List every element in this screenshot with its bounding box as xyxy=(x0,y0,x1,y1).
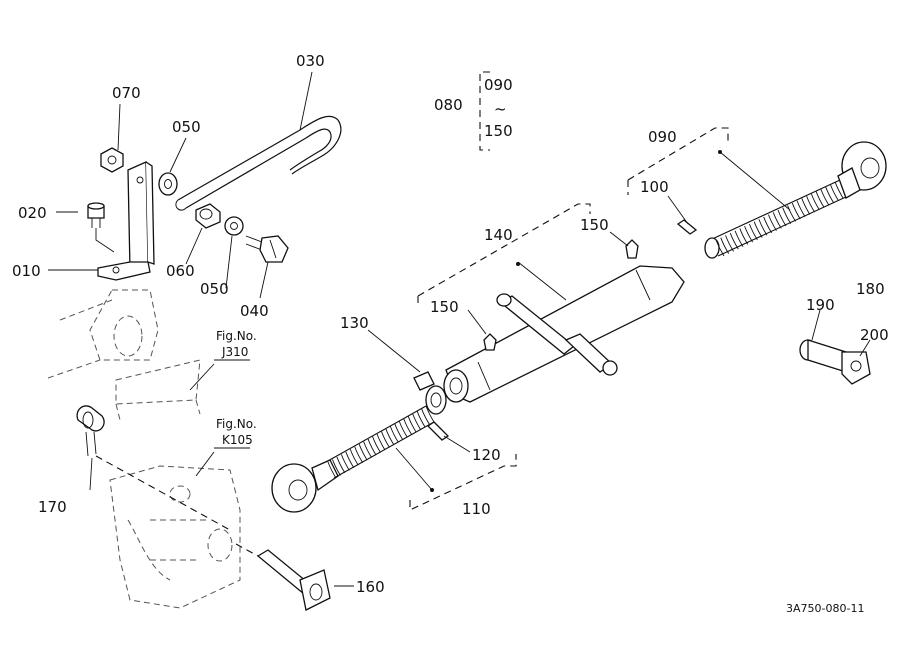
spring-pin-120 xyxy=(426,421,450,441)
thread-ridge xyxy=(787,205,796,222)
thread-ridge xyxy=(734,230,744,248)
main-tube-140 xyxy=(443,239,685,403)
thread-ridge xyxy=(416,410,426,428)
pin-160 xyxy=(235,543,331,611)
thread-ridge xyxy=(768,214,777,231)
thread-ridge xyxy=(407,416,417,433)
thread-ridge xyxy=(363,441,373,458)
rod-rear-090 xyxy=(704,141,887,259)
figref-j310-title: Fig.No. xyxy=(216,329,257,343)
thread-ridge xyxy=(744,225,753,243)
bracket-assembly xyxy=(87,115,342,281)
callout-010: 010 xyxy=(12,262,41,280)
callout-110: 110 xyxy=(462,500,491,518)
figref-j310-code: J310 xyxy=(221,345,248,359)
thread-ridge xyxy=(796,200,806,218)
callout-060: 060 xyxy=(166,262,195,280)
thread-ridge xyxy=(801,198,811,215)
callout-090: 090 xyxy=(648,128,677,146)
thread-ridge xyxy=(367,438,377,456)
callout-070: 070 xyxy=(112,84,141,102)
thread-ridge xyxy=(389,426,399,443)
thread-ridge xyxy=(327,461,337,479)
thread-ridge xyxy=(345,451,355,469)
range-tilde: ~ xyxy=(494,100,507,118)
thread-ridge xyxy=(758,219,768,236)
leader-lines xyxy=(48,71,871,587)
callout-160: 160 xyxy=(356,578,385,596)
lynch-pin-170 xyxy=(76,405,231,531)
thread-ridge xyxy=(372,436,381,453)
lock-nut-130 xyxy=(413,371,447,415)
figref-k105-code: K105 xyxy=(222,433,253,447)
callout-040: 040 xyxy=(240,302,269,320)
thread-ridge xyxy=(820,189,830,206)
mounting-housing-ghost xyxy=(47,289,201,421)
thread-ridge xyxy=(425,405,435,423)
thread-ridge xyxy=(815,191,825,208)
thread-ridge xyxy=(810,193,820,211)
rod-end-front-110 xyxy=(271,405,435,513)
thread-ridge xyxy=(340,454,350,471)
frame-housing-ghost xyxy=(109,465,241,609)
thread-ridge xyxy=(381,431,390,448)
callout-080: 080 xyxy=(434,96,463,114)
callout-030: 030 xyxy=(296,52,325,70)
callout-150-right: 150 xyxy=(580,216,609,234)
thread-ridge xyxy=(748,223,758,241)
thread-ridge xyxy=(403,418,413,435)
callout-130: 130 xyxy=(340,314,369,332)
thread-ridge xyxy=(753,221,763,238)
spring-pin-100 xyxy=(676,219,698,235)
thread-ridge xyxy=(729,232,739,250)
callout-100: 100 xyxy=(640,178,669,196)
callout-170: 170 xyxy=(38,498,67,516)
thread-ridge xyxy=(825,186,835,204)
thread-ridge xyxy=(349,449,359,466)
callout-050-lower: 050 xyxy=(200,280,229,298)
thread-ridge xyxy=(376,433,386,451)
callout-140: 140 xyxy=(484,226,513,244)
callout-020: 020 xyxy=(18,204,47,222)
thread-ridge xyxy=(421,408,430,425)
callout-200: 200 xyxy=(860,326,889,344)
thread-ridge xyxy=(830,184,839,201)
thread-ridge xyxy=(354,446,364,463)
callout-labels: 070 030 050 020 010 060 050 040 080 090 … xyxy=(12,52,889,596)
callout-150-range-end: 150 xyxy=(484,122,513,140)
thread-ridge xyxy=(763,216,773,234)
drawing-code: 3A750-080-11 xyxy=(786,602,864,615)
thread-ridge xyxy=(782,207,792,224)
thread-ridge xyxy=(791,202,801,220)
thread-ridge xyxy=(720,237,730,254)
callout-150-left: 150 xyxy=(430,298,459,316)
thread-ridge xyxy=(412,413,422,430)
thread-ridge xyxy=(358,444,368,461)
grouping-brackets xyxy=(409,71,729,511)
thread-ridge xyxy=(806,195,815,213)
thread-ridge xyxy=(385,428,395,446)
thread-ridge xyxy=(834,182,844,199)
figref-k105-title: Fig.No. xyxy=(216,417,257,431)
thread-ridge xyxy=(715,239,725,257)
thread-ridge xyxy=(398,421,408,438)
thread-ridge xyxy=(772,212,782,229)
pin-set-180 xyxy=(799,339,871,385)
thread-ridge xyxy=(336,456,346,474)
callout-120: 120 xyxy=(472,446,501,464)
figure-references: Fig.No. J310 Fig.No. K105 xyxy=(216,329,257,447)
callout-180: 180 xyxy=(856,280,885,298)
thread-ridge xyxy=(332,459,341,476)
thread-ridge xyxy=(777,209,787,227)
thread-ridge xyxy=(739,228,749,245)
thread-ridge xyxy=(394,423,404,441)
callout-090-range-start: 090 xyxy=(484,76,513,94)
callout-190: 190 xyxy=(806,296,835,314)
callout-050-upper: 050 xyxy=(172,118,201,136)
thread-ridge xyxy=(725,235,734,252)
